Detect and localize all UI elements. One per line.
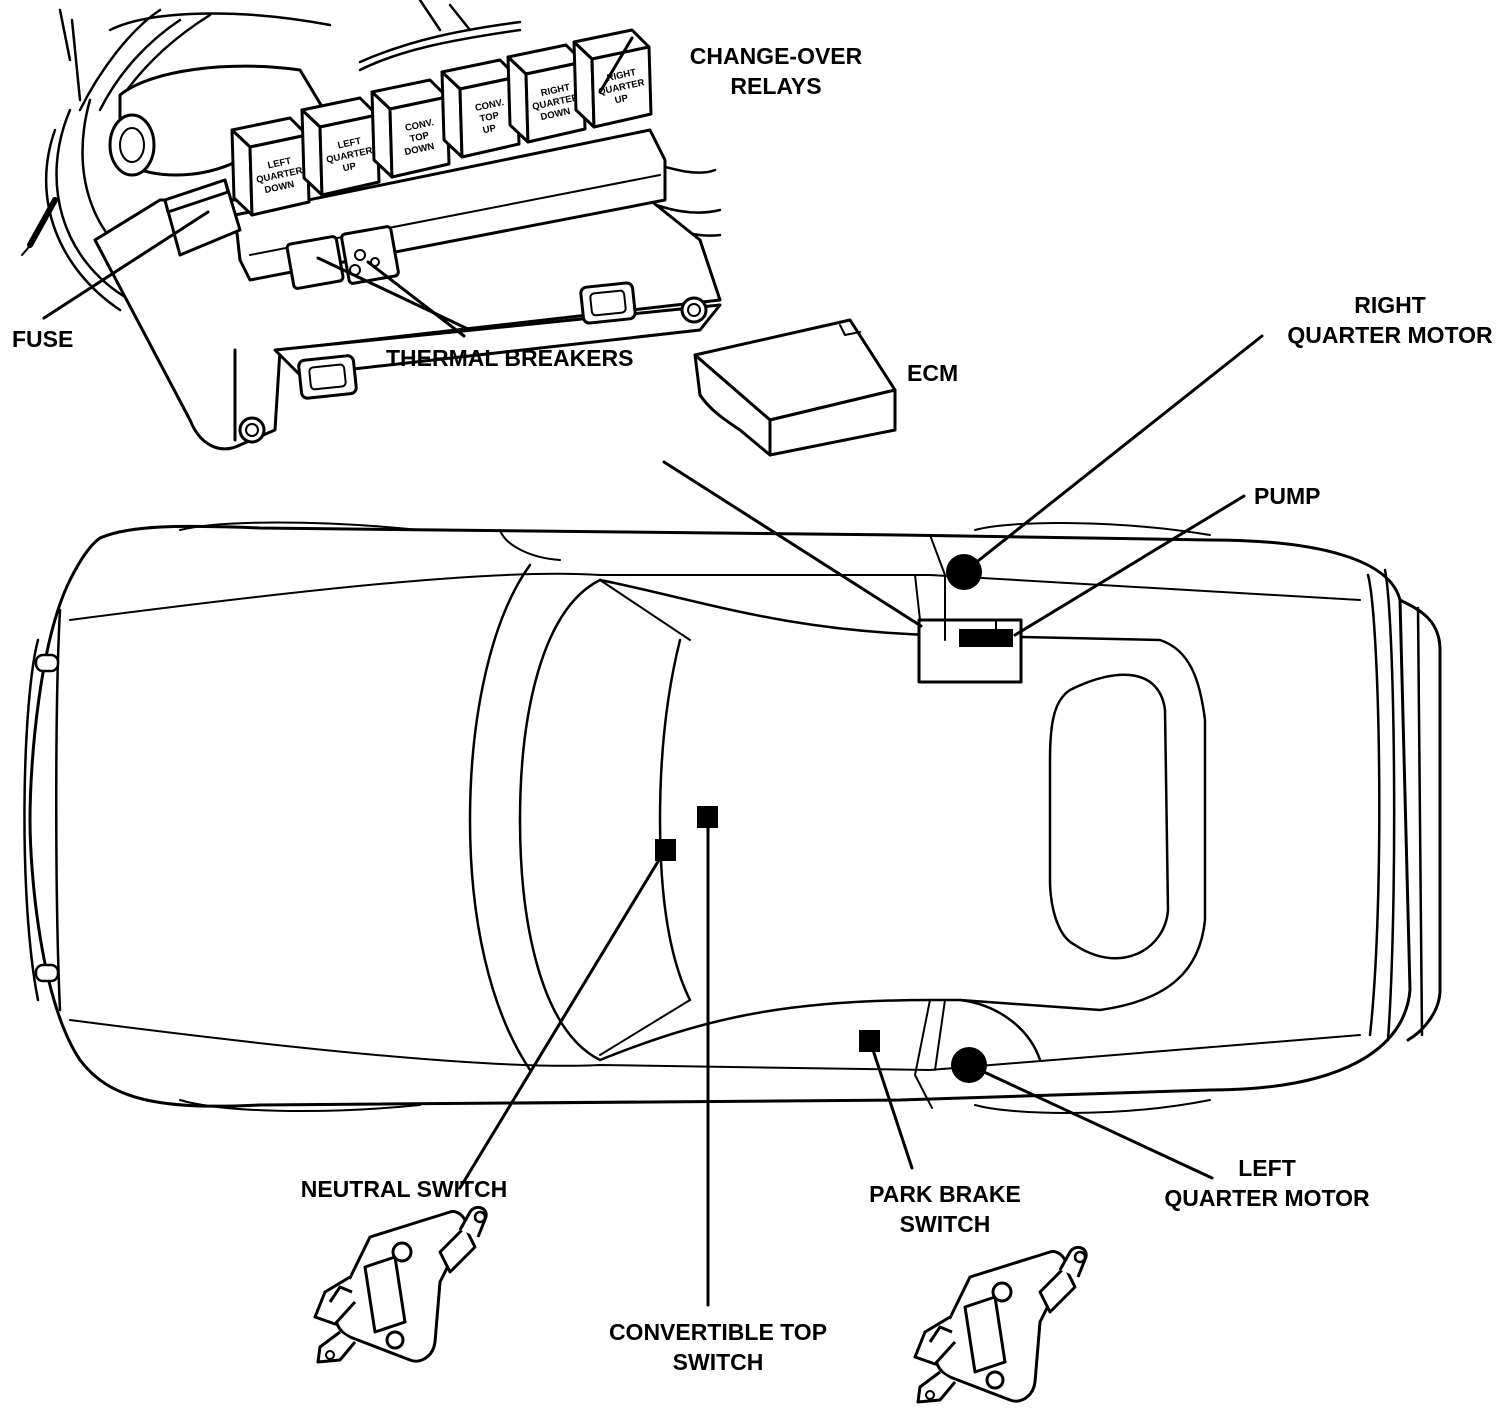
label-right-quarter-motor-line1: RIGHT: [1354, 292, 1426, 318]
label-left-quarter-motor-line1: LEFT: [1238, 1155, 1296, 1181]
label-thermal-breakers: THERMAL BREAKERS: [386, 345, 633, 371]
leader-left-quarter-motor: [967, 1063, 1214, 1180]
label-park-brake-switch-line2: SWITCH: [900, 1211, 991, 1237]
leader-neutral-switch: [458, 848, 667, 1190]
relay-4-label-line3: UP: [482, 123, 498, 137]
thermal-breakers: [285, 225, 400, 290]
leader-right-quarter-motor: [962, 334, 1264, 574]
leader-thermal-breakers-2: [366, 260, 466, 338]
fuse: [163, 178, 242, 257]
car-top-view: [23, 521, 1442, 1114]
neutral-switch-illustration: [313, 1205, 488, 1364]
relay-6-label-line3: UP: [614, 93, 630, 107]
leader-ecm: [662, 460, 923, 628]
relay-1-label-line1: LEFT: [267, 156, 293, 172]
leader-change-over-relays: [598, 36, 634, 94]
callout-labels: CHANGE-OVER RELAYS FUSE THERMAL BREAKERS…: [12, 43, 1493, 1375]
label-convertible-top-switch-line2: SWITCH: [673, 1349, 764, 1375]
relay-2-label-line3: UP: [342, 161, 358, 175]
car-body-outline: [28, 524, 1412, 1108]
label-fuse: FUSE: [12, 326, 73, 352]
leader-lines: [42, 36, 1264, 1307]
label-left-quarter-motor-line2: QUARTER MOTOR: [1164, 1185, 1370, 1211]
park-brake-switch-illustration: [913, 1245, 1088, 1404]
relay-2-label-line1: LEFT: [337, 136, 363, 152]
windshield: [468, 563, 532, 1072]
relay-3-label-line2: TOP: [409, 130, 431, 145]
rear-deck-panel: [1048, 673, 1170, 960]
relay-panel-detail: LEFTQUARTERDOWNLEFTQUARTERUPCONV.TOPDOWN…: [21, 0, 722, 451]
label-park-brake-switch-line1: PARK BRAKE: [869, 1181, 1021, 1207]
label-right-quarter-motor-line2: QUARTER MOTOR: [1287, 322, 1493, 348]
label-ecm: ECM: [907, 360, 958, 386]
leader-pump: [1013, 494, 1246, 637]
label-change-over-relays-line2: RELAYS: [730, 73, 821, 99]
leader-park-brake-switch: [868, 1039, 914, 1170]
label-convertible-top-switch-line1: CONVERTIBLE TOP: [609, 1319, 827, 1345]
label-change-over-relays-line1: CHANGE-OVER: [690, 43, 863, 69]
pump-marker: [959, 629, 1013, 647]
change-over-relays: LEFTQUARTERDOWNLEFTQUARTERUPCONV.TOPDOWN…: [230, 28, 653, 217]
ecm-module: [693, 318, 897, 457]
leader-fuse: [42, 210, 210, 320]
relay-4-label-line2: TOP: [479, 110, 501, 125]
leader-thermal-breakers-1: [316, 256, 472, 332]
label-neutral-switch: NEUTRAL SWITCH: [301, 1176, 508, 1202]
label-pump: PUMP: [1254, 483, 1320, 509]
cylinder-body: [21, 64, 332, 256]
